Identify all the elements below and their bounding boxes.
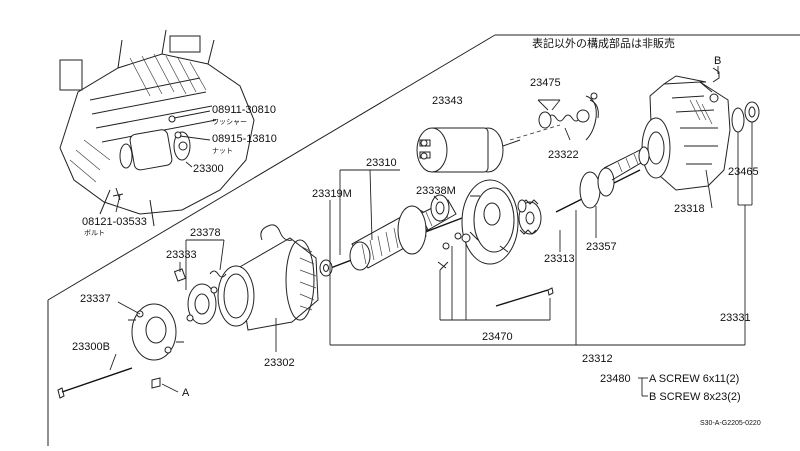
label-23480: 23480 xyxy=(600,373,631,385)
label-nut: ナット xyxy=(212,147,233,155)
label-23331: 23331 xyxy=(720,312,751,324)
label-screw-b: B SCREW 8x23(2) xyxy=(649,391,741,403)
frame-lines xyxy=(47,34,800,446)
notice-text: 表記以外の構成部品は非販売 xyxy=(532,36,675,50)
label-A: A xyxy=(182,387,190,399)
drive-housing-23318 xyxy=(641,66,731,209)
label-23470: 23470 xyxy=(482,331,513,343)
part-labels: 表記以外の構成部品は非販売 08911-30810 ワッシャー 08915-13… xyxy=(72,36,761,427)
end-frame-23337 xyxy=(57,301,184,399)
assembly-brackets xyxy=(329,210,745,397)
label-23319M: 23319M xyxy=(312,188,352,200)
label-23338M: 23338M xyxy=(416,185,456,197)
label-23465: 23465 xyxy=(728,166,759,178)
label-bolt: ボルト xyxy=(84,229,105,237)
label-23313: 23313 xyxy=(544,253,575,265)
label-23312: 23312 xyxy=(582,353,613,365)
engine-leaders xyxy=(115,110,211,213)
label-23378: 23378 xyxy=(190,227,221,239)
brush-holder-23378 xyxy=(173,239,227,325)
label-23302: 23302 xyxy=(264,357,295,369)
label-23322: 23322 xyxy=(548,149,579,161)
label-23357: 23357 xyxy=(586,241,617,253)
bushing-23465 xyxy=(731,101,760,345)
solenoid-23343 xyxy=(416,124,561,173)
label-08911-30810: 08911-30810 xyxy=(212,104,276,116)
label-23475: 23475 xyxy=(530,77,561,89)
drawing-code: S30-A-G2205-0220 xyxy=(700,420,761,427)
label-23310: 23310 xyxy=(366,157,397,169)
gear-plate-assembly xyxy=(437,179,561,321)
label-23300: 23300 xyxy=(193,163,224,175)
label-08915-13810: 08915-13810 xyxy=(212,133,277,145)
label-B: B xyxy=(714,55,721,67)
pinion-shaft-23357 xyxy=(555,146,650,238)
label-washer: ワッシャー xyxy=(212,118,247,126)
label-23333: 23333 xyxy=(166,249,197,261)
label-23318: 23318 xyxy=(674,203,705,215)
label-screw-a: A SCREW 6x11(2) xyxy=(649,373,739,385)
label-08121-03533: 08121-03533 xyxy=(82,216,147,228)
label-23343: 23343 xyxy=(432,95,463,107)
spring-23475 xyxy=(537,92,599,141)
label-23300B: 23300B xyxy=(72,341,110,353)
armature-23310 xyxy=(319,169,471,277)
label-23337: 23337 xyxy=(80,293,111,305)
engine-block-sketch xyxy=(59,29,255,227)
yoke-23302 xyxy=(217,224,319,352)
